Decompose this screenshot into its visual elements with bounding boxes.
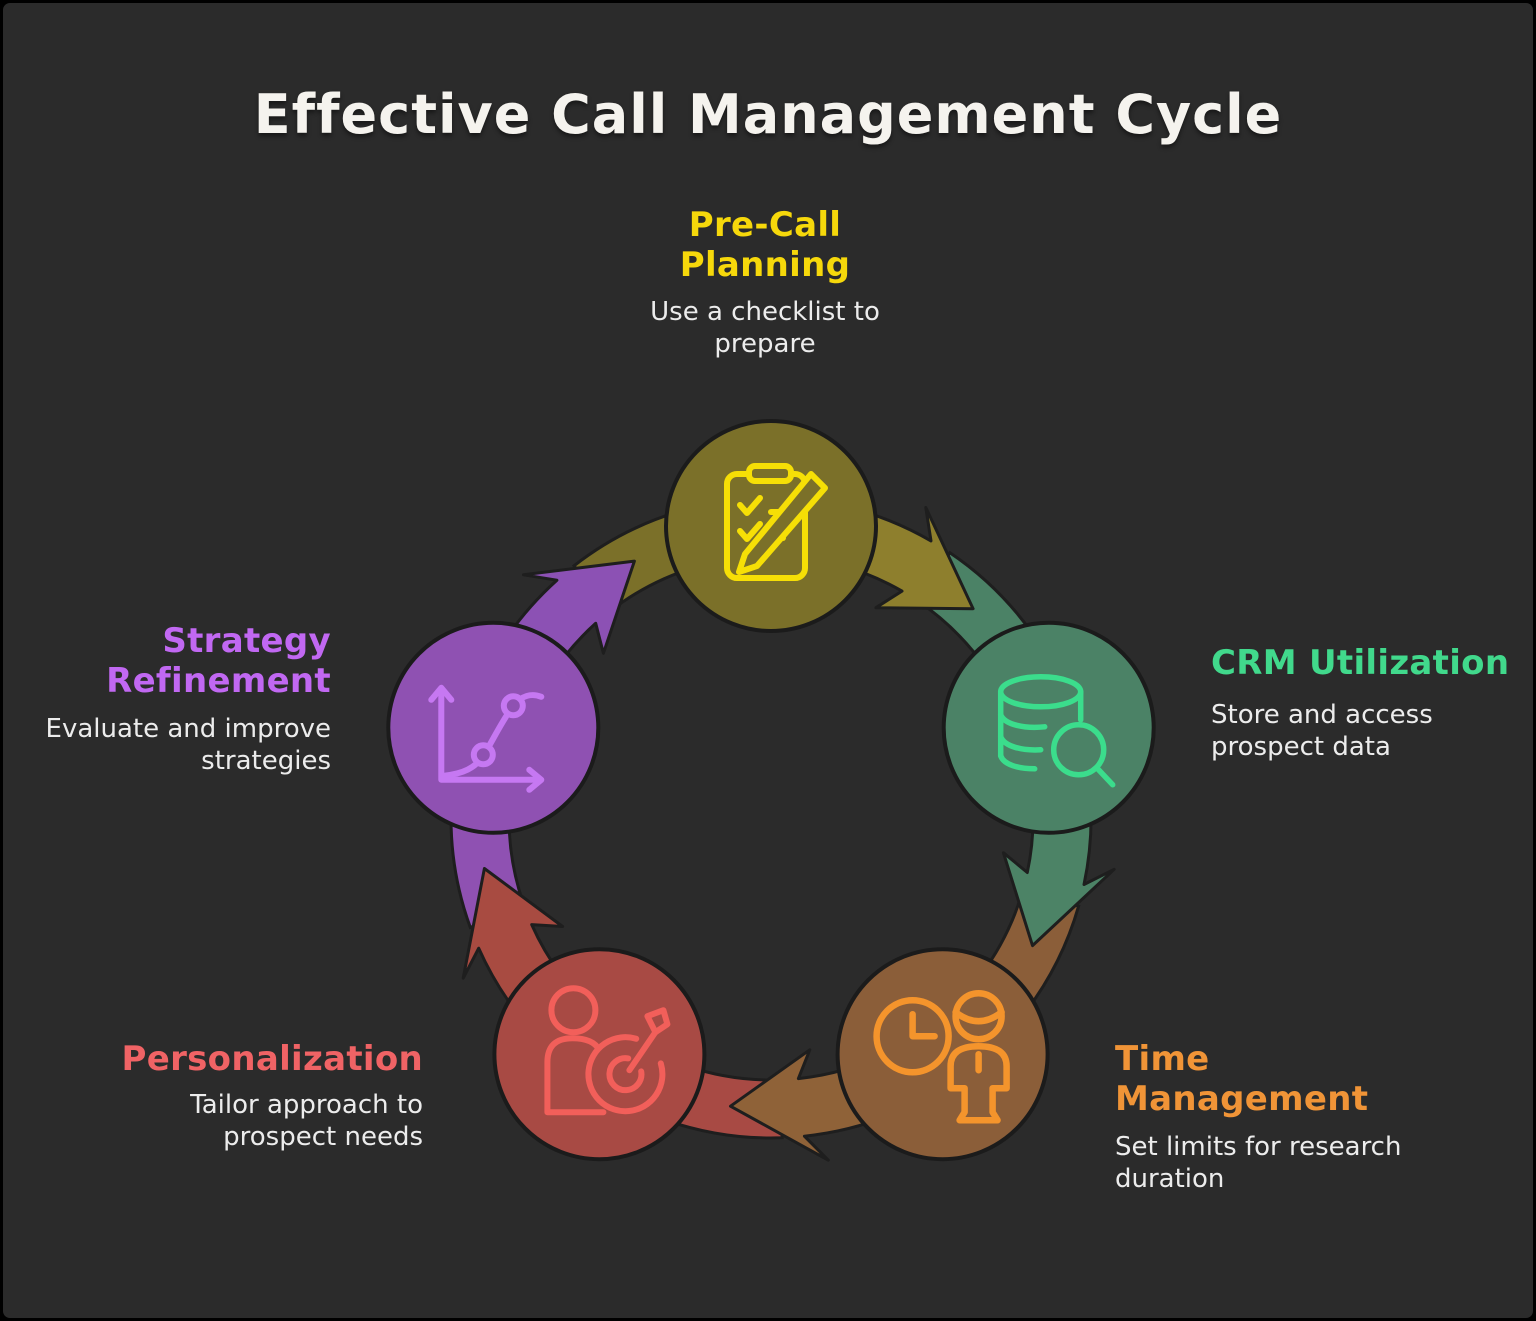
page-title: Effective Call Management Cycle (253, 83, 1283, 146)
node-title: Time Management (1115, 1039, 1369, 1120)
node-title: Strategy Refinement (106, 621, 331, 702)
node-circle-strategy-refinement (386, 620, 601, 835)
node-description: Set limits for research duration (1115, 1132, 1402, 1195)
node-title: Pre-Call Planning (679, 205, 851, 286)
cycle-diagram (386, 419, 1156, 1162)
node-circle-crm-utilization (941, 620, 1156, 835)
node-label-time-management: Time Management Set limits for research … (1115, 1039, 1495, 1196)
node-title: Personalization (121, 1039, 423, 1079)
node-description: Evaluate and improve strategies (45, 714, 331, 777)
node-label-personalization: Personalization Tailor approach to prosp… (3, 1039, 423, 1154)
node-label-pre-call-planning: Pre-Call Planning Use a checklist to pre… (515, 205, 1015, 361)
node-title: CRM Utilization (1211, 643, 1510, 683)
node-label-crm-utilization: CRM Utilization Store and access prospec… (1211, 643, 1533, 764)
node-description: Use a checklist to prepare (650, 297, 880, 360)
node-description: Tailor approach to prospect needs (190, 1090, 423, 1153)
node-label-strategy-refinement: Strategy Refinement Evaluate and improve… (3, 621, 331, 778)
node-description: Store and access prospect data (1211, 700, 1433, 763)
